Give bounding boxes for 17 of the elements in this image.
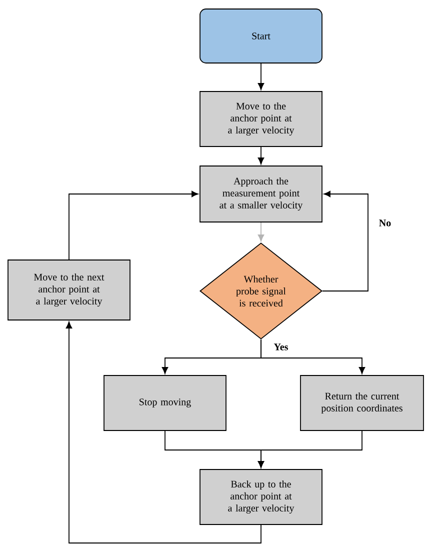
process-box: Return the current position coordinates: [300, 375, 424, 431]
arrow: [258, 222, 264, 242]
arrow: [258, 430, 362, 468]
arrow: [68, 190, 198, 260]
arrow: [258, 146, 264, 164]
process-box: Stop moving: [104, 375, 226, 431]
process-box: Approach the measurement point at a smaller velocity: [200, 166, 322, 222]
process-box: Move to the next anchor point at a larger velocity: [8, 260, 130, 320]
start-terminal: Start: [200, 8, 322, 64]
process-box: Move to the anchor point at a larger velocity: [200, 91, 322, 147]
arrow: [258, 63, 264, 90]
edge-label: No: [378, 218, 392, 228]
process-box: Back up to the anchor point at a larger velocity: [200, 469, 322, 525]
arrow: [260, 339, 366, 374]
arrow: [66, 322, 262, 544]
arrow: [322, 190, 368, 292]
edge-label: Yes: [272, 342, 290, 352]
